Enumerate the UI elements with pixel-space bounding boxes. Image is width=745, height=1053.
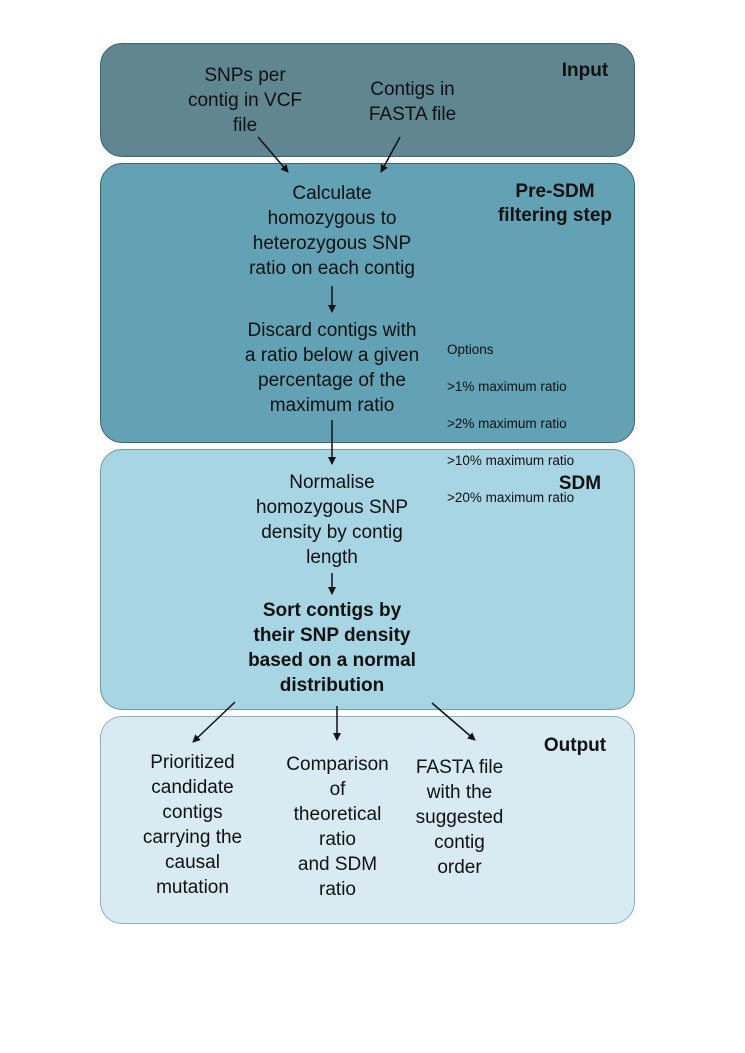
sdm-panel: [100, 449, 635, 710]
options-list: Options >1% maximum ratio >2% maximum ra…: [447, 322, 627, 526]
sdm-panel-title: SDM: [558, 473, 602, 494]
output-panel: [100, 716, 635, 924]
fasta-output-node: FASTA file with the suggested contig ord…: [415, 757, 504, 878]
option-item: >10% maximum ratio: [447, 452, 575, 468]
pre-sdm-panel: [100, 163, 635, 443]
option-item: >1% maximum ratio: [447, 378, 567, 394]
calculate-ratio-node: Calculate homozygous to heterozygous SNP…: [249, 183, 415, 279]
option-item: >20% maximum ratio: [447, 489, 575, 505]
discard-contigs-node: Discard contigs with a ratio below a giv…: [244, 320, 420, 416]
option-item: >2% maximum ratio: [447, 415, 567, 431]
snps-per-contig-node: SNPs per contig in VCF file: [187, 65, 303, 136]
comparison-ratio-node: Comparison of theoretical ratio and SDM …: [286, 754, 389, 900]
normalise-density-node: Normalise homozygous SNP density by cont…: [255, 472, 409, 568]
output-panel-title: Output: [543, 735, 607, 756]
contigs-fasta-node: Contigs in FASTA file: [368, 79, 457, 125]
input-panel-title: Input: [561, 60, 609, 81]
sort-contigs-node: Sort contigs by their SNP density based …: [248, 600, 416, 696]
pre-sdm-panel-title: Pre-SDM filtering step: [497, 181, 612, 226]
prioritized-candidates-node: Prioritized candidate contigs carrying t…: [142, 752, 243, 898]
input-panel: [100, 43, 635, 157]
options-heading: Options: [447, 341, 494, 357]
